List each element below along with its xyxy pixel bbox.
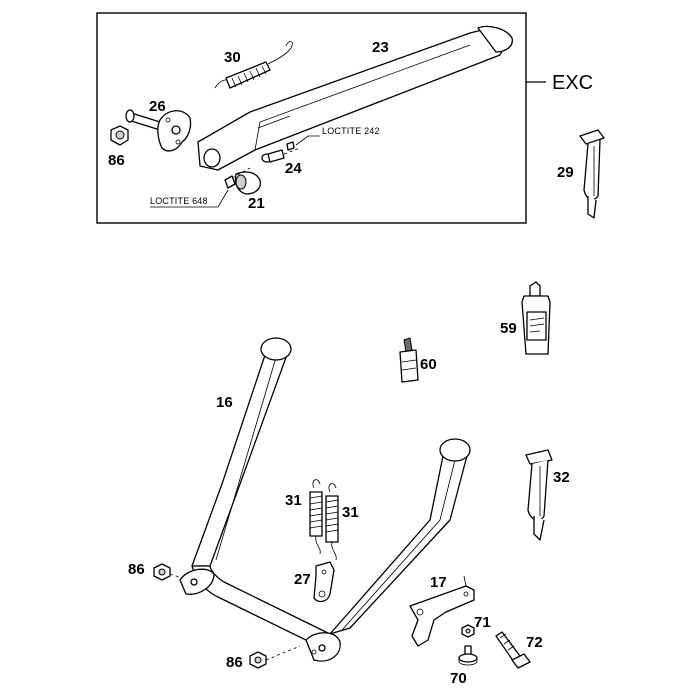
callout-86-bottom: 86: [226, 654, 243, 671]
callout-70: 70: [450, 670, 467, 687]
callout-21: 21: [248, 195, 265, 212]
tool-32: [525, 449, 553, 541]
loctite-648-label: LOCTITE 648: [150, 196, 208, 206]
spring-31-left: [309, 479, 323, 555]
loctite-648-leader: [150, 189, 229, 208]
callout-72: 72: [526, 634, 543, 651]
loctite-bottle-60: [399, 337, 419, 383]
loctite-bottle-59: [521, 281, 551, 355]
plate-17: [409, 575, 475, 647]
callout-32: 32: [553, 469, 570, 486]
spring-30: [214, 41, 293, 89]
pivot-bolt-26: [125, 109, 192, 152]
stud-70: [458, 645, 478, 666]
nut-71: [461, 624, 475, 638]
callout-23: 23: [372, 39, 389, 56]
side-stand-arm: [197, 25, 513, 171]
callout-86-middle: 86: [128, 561, 145, 578]
model-label: EXC: [552, 72, 593, 94]
screw-24: [261, 147, 301, 163]
callout-71: 71: [474, 614, 491, 631]
callout-17: 17: [430, 574, 447, 591]
callout-27: 27: [294, 571, 311, 588]
washer-242: [286, 141, 295, 151]
loctite-242-leader: [295, 135, 320, 146]
bracket-27: [313, 561, 335, 603]
callout-86-top: 86: [108, 152, 125, 169]
callout-29: 29: [557, 164, 574, 181]
main-stand-16: [179, 337, 471, 662]
nut-86-top: [110, 125, 129, 146]
callout-26: 26: [149, 98, 166, 115]
loctite-242-label: LOCTITE 242: [322, 126, 380, 136]
tool-29: [579, 129, 605, 219]
nut-86-bottom: [249, 645, 301, 669]
callout-31-left: 31: [285, 492, 302, 509]
nut-86-middle: [153, 563, 183, 581]
buffer-21: [224, 167, 262, 195]
callout-31-right: 31: [342, 504, 359, 521]
spring-31-right: [325, 483, 339, 561]
callout-16: 16: [216, 394, 233, 411]
callout-30: 30: [224, 49, 241, 66]
bolt-72: [495, 631, 531, 669]
callout-24: 24: [285, 160, 302, 177]
callout-59: 59: [500, 320, 517, 337]
side-stand-group-frame: [96, 12, 527, 224]
callout-60: 60: [420, 356, 437, 373]
